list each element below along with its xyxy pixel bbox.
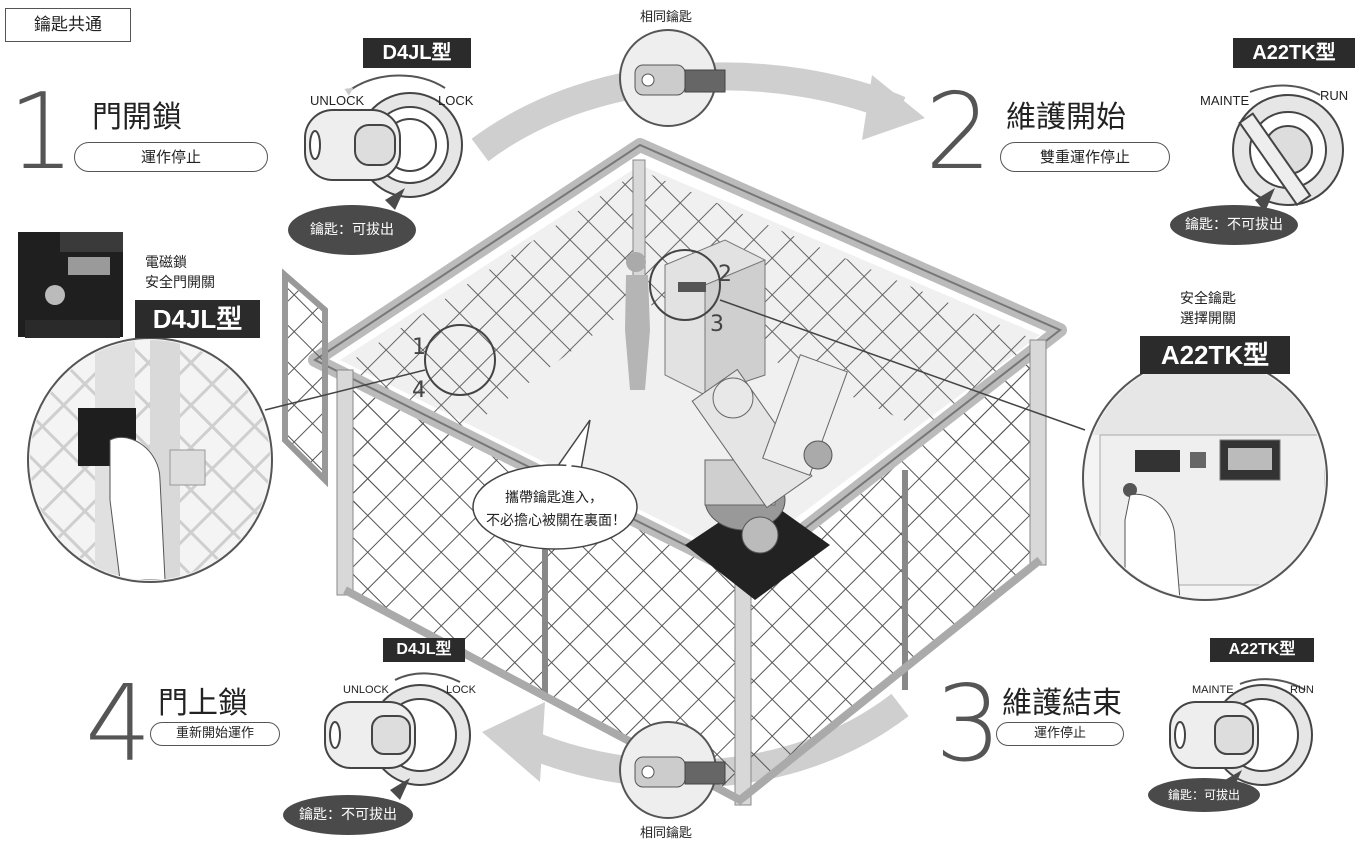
a22tk-top-model-badge: A22TK型 xyxy=(1233,38,1355,68)
a22tk-top-status-bubble: 鑰匙：不可拔出 xyxy=(1170,205,1298,245)
d4jl-top-model-badge: D4JL型 xyxy=(363,38,471,68)
step-3-title: 維護結束 xyxy=(1002,686,1122,721)
d4jl-bottom-switch-graphic xyxy=(324,672,471,786)
left-device-line1: 電磁鎖 xyxy=(145,255,187,271)
right-device-line1: 安全鑰匙 xyxy=(1180,291,1236,307)
a22tk-top-run-label: RUN xyxy=(1320,88,1349,103)
door-switch-closeup xyxy=(27,337,273,583)
panel-switch-callout xyxy=(649,249,721,321)
step-4-action: 重新開始運作 xyxy=(150,722,280,746)
step-2-title: 維護開始 xyxy=(1006,100,1126,135)
key-selector-closeup xyxy=(1082,355,1328,601)
door-switch-callout xyxy=(424,324,496,396)
step-1-number: 1 xyxy=(8,71,75,193)
common-key-label-bottom: 相同鑰匙 xyxy=(640,826,693,841)
cage-mark-1: 1 xyxy=(412,335,426,360)
step-1-action: 運作停止 xyxy=(74,142,268,172)
a22tk-bottom-run-label: RUN xyxy=(1290,684,1314,696)
d4jl-top-unlock-label: UNLOCK xyxy=(310,93,365,108)
cage-mark-2: 2 xyxy=(718,262,732,287)
step-2-action: 雙重運作停止 xyxy=(1000,142,1170,172)
d4jl-device-photo xyxy=(18,232,123,338)
a22tk-bottom-mainte-label: MAINTE xyxy=(1192,684,1234,696)
d4jl-top-status-bubble: 鑰匙：可拔出 xyxy=(288,205,416,255)
common-key-box: 鑰匙共通 xyxy=(5,8,131,42)
cage-mark-3: 3 xyxy=(710,312,724,337)
a22tk-top-mainte-label: MAINTE xyxy=(1200,93,1250,108)
step-2-number: 2 xyxy=(925,71,992,193)
left-device-model-badge: D4JL型 xyxy=(135,300,260,338)
right-device-line2: 選擇開關 xyxy=(1180,311,1236,327)
step-1-title: 門開鎖 xyxy=(92,100,182,135)
d4jl-bottom-model-badge: D4JL型 xyxy=(383,638,465,662)
step-4-title: 門上鎖 xyxy=(158,686,248,721)
left-device-line2: 安全門開關 xyxy=(145,275,215,291)
d4jl-top-lock-label: LOCK xyxy=(438,93,474,108)
control-panel-box xyxy=(664,239,766,396)
cage-mark-4: 4 xyxy=(412,378,426,403)
step-4-number: 4 xyxy=(85,663,152,785)
step-3-number: 3 xyxy=(935,663,1002,785)
a22tk-top-switch-graphic xyxy=(1232,84,1344,207)
common-key-bottom xyxy=(619,721,726,819)
right-device-model-badge: A22TK型 xyxy=(1140,336,1290,374)
a22tk-bottom-model-badge: A22TK型 xyxy=(1210,638,1314,662)
a22tk-bottom-switch-graphic xyxy=(1169,678,1313,786)
d4jl-bottom-status-bubble: 鑰匙：不可拔出 xyxy=(283,795,413,835)
worker-silhouette xyxy=(625,252,650,390)
common-key-label-top: 相同鑰匙 xyxy=(640,10,693,25)
robot-arm xyxy=(685,354,848,600)
d4jl-bottom-unlock-label: UNLOCK xyxy=(343,684,389,696)
speech-bubble xyxy=(472,419,638,550)
d4jl-top-switch-graphic xyxy=(304,74,463,198)
a22tk-bottom-status-bubble: 鑰匙：可拔出 xyxy=(1148,778,1260,812)
step-3-action: 運作停止 xyxy=(996,722,1124,746)
speech-line2: 不必擔心被關在裏面！ xyxy=(486,513,626,529)
d4jl-bottom-lock-label: LOCK xyxy=(446,684,476,696)
common-key-top xyxy=(619,29,726,127)
speech-line1: 攜帶鑰匙進入， xyxy=(505,490,603,506)
